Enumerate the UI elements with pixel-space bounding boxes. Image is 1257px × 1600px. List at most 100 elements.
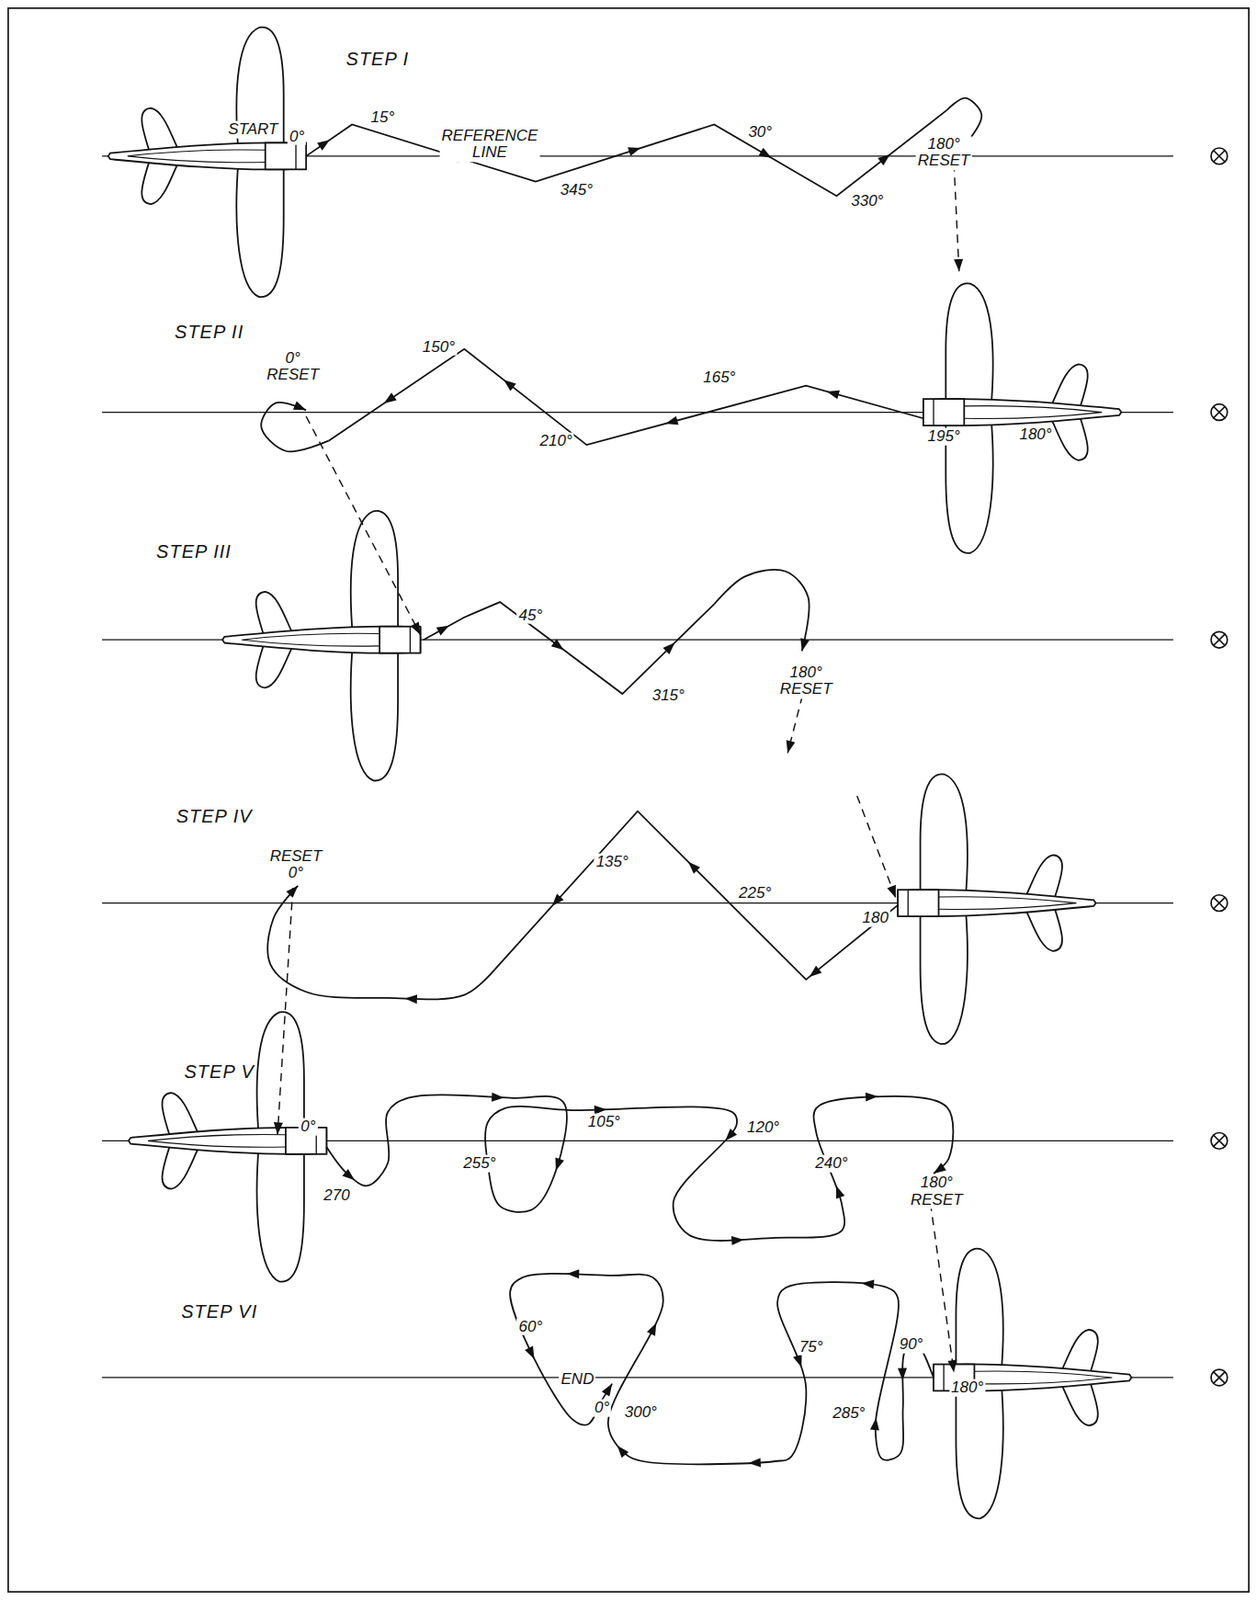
fuselage-detail	[939, 896, 1077, 910]
step-title: STEP IV	[174, 805, 255, 827]
arrowhead	[342, 1168, 359, 1184]
angle-label: 0°	[287, 127, 306, 146]
arrowhead	[381, 392, 397, 408]
target-circle	[1211, 1132, 1228, 1149]
fuselage-detail	[973, 1370, 1112, 1384]
cowling-line	[907, 889, 909, 917]
cowling	[897, 889, 939, 917]
arrowhead	[831, 1184, 845, 1200]
angle-label: 255°	[461, 1155, 498, 1173]
angle-label: 0°	[592, 1399, 612, 1417]
flight-path	[509, 1273, 934, 1465]
angle-label: 225°	[736, 883, 773, 902]
target-cross	[1213, 634, 1225, 646]
airplane	[128, 1011, 327, 1282]
airplane	[108, 27, 306, 298]
arrowhead	[664, 416, 679, 429]
arrowhead	[685, 858, 701, 873]
angle-label: 60°	[517, 1317, 545, 1336]
arrowhead	[782, 739, 795, 754]
airplane	[222, 510, 420, 782]
arrowhead	[551, 1157, 565, 1173]
angle-label: 120°	[745, 1119, 782, 1137]
reset-transfer-arrow	[928, 1189, 954, 1373]
cowling-line	[942, 1364, 944, 1392]
note-label: RESET 0°	[268, 848, 325, 883]
note-label: 180° RESET	[916, 135, 973, 170]
arrowhead	[731, 1234, 745, 1246]
angle-label: 45°	[517, 606, 545, 624]
target-symbol	[1211, 631, 1228, 648]
target-circle	[1211, 894, 1228, 912]
angle-label: 240°	[813, 1155, 850, 1173]
cowling	[379, 626, 420, 654]
fuselage-detail	[241, 633, 380, 646]
fuselage	[108, 142, 306, 170]
cowling	[265, 142, 306, 170]
target-cross	[1213, 1134, 1225, 1146]
fuselage	[897, 889, 1096, 917]
arrowhead	[491, 1092, 505, 1103]
note-label: REFERENCE LINE	[440, 127, 541, 162]
arrowhead	[627, 143, 643, 157]
target-circle	[1211, 404, 1228, 421]
arrowhead	[601, 1381, 617, 1397]
arrowhead	[877, 150, 894, 166]
target-symbol	[1211, 404, 1228, 421]
angle-label: 75°	[797, 1337, 826, 1356]
angle-label: 180°	[949, 1379, 986, 1397]
angle-label: 300°	[622, 1403, 659, 1421]
step-title: STEP II	[172, 321, 246, 342]
arrowhead	[897, 1368, 907, 1382]
flight-path	[305, 110, 947, 196]
arrowhead	[285, 882, 301, 898]
arrowhead	[662, 639, 679, 655]
airplane	[897, 773, 1096, 1044]
reset-transfer-arrow	[953, 163, 960, 272]
angle-label: 15°	[369, 108, 397, 126]
angle-label: 285°	[830, 1404, 867, 1423]
arrowhead	[870, 1416, 881, 1430]
flight-path	[260, 402, 329, 452]
cowling-line	[932, 398, 934, 426]
cowling	[923, 398, 964, 426]
fuselage-detail	[963, 406, 1102, 419]
arrowhead	[566, 1268, 580, 1279]
flight-path	[713, 569, 809, 651]
arrowhead	[500, 375, 517, 391]
arrowhead	[524, 1346, 539, 1361]
arrowhead	[797, 637, 810, 652]
step-title: STEP V	[182, 1061, 257, 1082]
angle-label: 30°	[746, 124, 774, 142]
target-symbol	[1211, 894, 1228, 912]
cowling-line	[294, 142, 296, 170]
angle-label: END	[559, 1370, 597, 1389]
arrowhead	[272, 1121, 284, 1135]
angle-label: 330°	[849, 192, 885, 210]
arrowhead	[758, 147, 775, 162]
arrowhead	[860, 1278, 874, 1289]
target-circle	[1211, 1369, 1228, 1386]
angle-label: 165°	[701, 369, 737, 387]
fuselage	[128, 1127, 327, 1155]
target-circle	[1211, 147, 1228, 165]
fuselage-detail	[147, 1133, 286, 1147]
flight-path	[495, 811, 899, 980]
angle-label: 345°	[558, 181, 595, 199]
reset-transfer-arrow	[277, 887, 294, 1135]
angle-label: 150°	[420, 338, 457, 356]
target-cross	[1213, 897, 1225, 909]
arrowhead	[551, 638, 567, 654]
reset-transfer-arrow	[305, 416, 420, 635]
step-title: STEP III	[154, 541, 234, 562]
flight-path	[423, 601, 714, 694]
arrowhead	[806, 965, 823, 981]
target-cross	[1213, 150, 1225, 162]
angle-label: 270	[321, 1187, 352, 1205]
note-label: 0° RESET	[264, 350, 321, 385]
flight-path	[267, 885, 495, 1000]
note-label: 180° RESET	[908, 1174, 965, 1209]
target-symbol	[1211, 1132, 1228, 1149]
